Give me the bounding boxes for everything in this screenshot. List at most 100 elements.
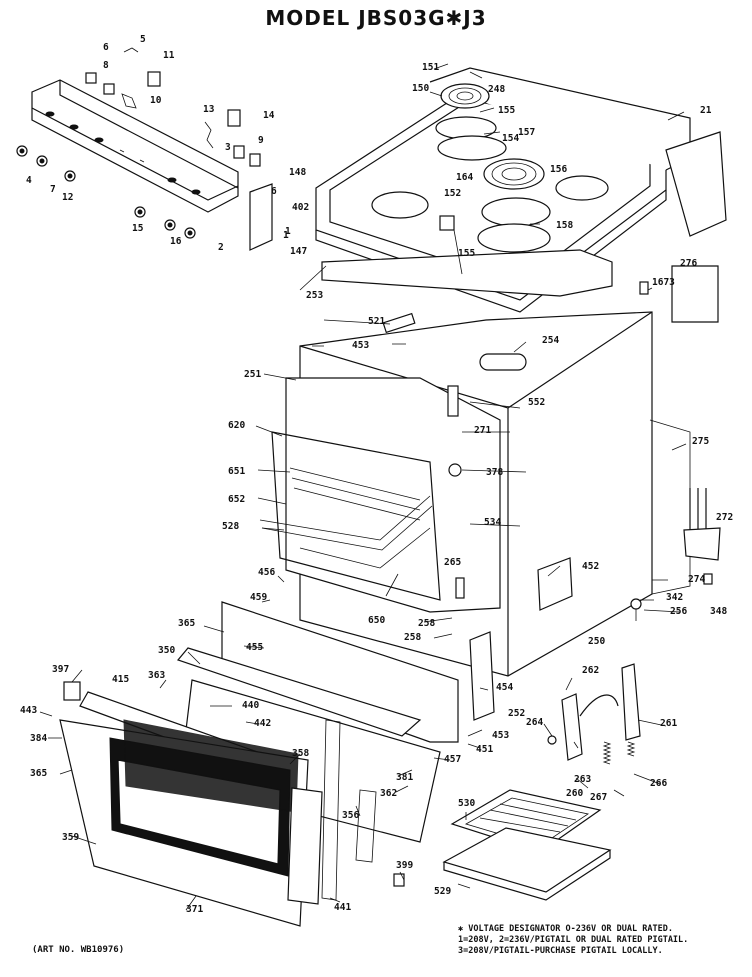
part-number-label: 157 [518, 127, 535, 138]
part-number-label: 528 [222, 521, 239, 532]
part-number-label: 529 [434, 886, 451, 897]
part-number-label: 378 [486, 467, 503, 478]
part-number-label: 151 [422, 62, 439, 73]
part-number-label: 6 [103, 42, 109, 53]
oven-door [59, 601, 459, 927]
part-number-label: 272 [716, 512, 733, 523]
part-number-label: 258 [404, 632, 421, 643]
part-number-label: 14 [263, 110, 275, 121]
part-number-label: 5 [140, 34, 146, 45]
part-number-label: 265 [444, 557, 461, 568]
part-number-label: 620 [228, 420, 245, 431]
part-number-label: 266 [650, 778, 667, 789]
part-number-label: 399 [396, 860, 413, 871]
part-number-label: 455 [246, 642, 263, 653]
voltage-footnote: ✱ VOLTAGE DESIGNATOR O-236V OR DUAL RATE… [458, 924, 748, 957]
part-number-label: 456 [258, 567, 275, 578]
part-number-label: 1 [283, 230, 289, 241]
part-number-label: 442 [254, 718, 271, 729]
part-number-label: 362 [380, 788, 397, 799]
part-number-label: 152 [444, 188, 461, 199]
part-number-label: 155 [458, 248, 475, 259]
part-number-label: 441 [334, 902, 351, 913]
part-number-label: 415 [112, 674, 129, 685]
part-number-label: 7 [50, 184, 56, 195]
part-number-label: 453 [492, 730, 509, 741]
part-number-label: 13 [203, 104, 215, 115]
page-title: MODEL JBS03G✱J3 [265, 6, 487, 30]
part-number-label: 275 [692, 436, 709, 447]
part-number-label: 451 [476, 744, 493, 755]
part-number-label: 258 [418, 618, 435, 629]
footnote-line: 3=208V/PIGTAIL-PURCHASE PIGTAIL LOCALLY. [458, 946, 663, 956]
part-number-label: 4 [26, 175, 32, 186]
part-number-label: 1 [285, 226, 291, 237]
part-number-label: 384 [30, 733, 47, 744]
part-number-label: 155 [498, 105, 515, 116]
part-number-label: 358 [292, 748, 309, 759]
part-number-label: 267 [590, 792, 607, 803]
part-number-label: 260 [566, 788, 583, 799]
part-number-label: 147 [290, 246, 307, 257]
part-number-label: 9 [258, 135, 264, 146]
part-number-label: 263 [574, 774, 591, 785]
part-number-label: 250 [588, 636, 605, 647]
leader-lines [39, 63, 687, 911]
control-knobs [16, 145, 196, 239]
part-number-label: 534 [484, 517, 501, 528]
part-number-label: 402 [292, 202, 309, 213]
part-number-label: 150 [412, 83, 429, 94]
part-number-label: 651 [228, 466, 245, 477]
part-number-label: 256 [670, 606, 687, 617]
part-number-label: 440 [242, 700, 259, 711]
broiler-pan [442, 789, 612, 901]
part-number-label: 261 [660, 718, 677, 729]
footnote-line: 1=208V, 2=236V/PIGTAIL OR DUAL RATED PIG… [458, 935, 689, 945]
part-number-label: 164 [456, 172, 473, 183]
part-number-label: 2 [218, 242, 224, 253]
part-number-label: 15 [132, 223, 144, 234]
part-number-label: 530 [458, 798, 475, 809]
part-number-label: 453 [352, 340, 369, 351]
part-number-label: 397 [52, 664, 69, 675]
part-number-label: 148 [289, 167, 306, 178]
hinges-and-springs [469, 265, 721, 765]
part-number-label: 521 [368, 316, 385, 327]
part-number-label: 457 [444, 754, 461, 765]
part-number-label: 16 [170, 236, 182, 247]
part-number-label: 381 [396, 772, 413, 783]
part-number-label: 252 [508, 708, 525, 719]
part-number-label: 3 [225, 142, 231, 153]
part-number-label: 365 [178, 618, 195, 629]
part-number-label: 158 [556, 220, 573, 231]
part-number-label: 156 [550, 164, 567, 175]
surface-units [435, 83, 551, 253]
part-number-label: 363 [148, 670, 165, 681]
part-number-label: 552 [528, 397, 545, 408]
part-number-label: 6 [271, 186, 277, 197]
part-number-label: 350 [158, 645, 175, 656]
part-number-label: 459 [250, 592, 267, 603]
art-number: (ART NO. WB10976) [32, 945, 125, 955]
part-number-label: 264 [526, 717, 543, 728]
footnote-line: ✱ VOLTAGE DESIGNATOR O-236V OR DUAL RATE… [458, 924, 673, 934]
oven-liner-and-racks [259, 377, 501, 613]
part-number-label: 21 [700, 105, 712, 116]
part-number-label: 271 [474, 425, 491, 436]
part-number-label: 274 [688, 574, 705, 585]
part-number-label: 454 [496, 682, 513, 693]
part-number-label: 356 [342, 810, 359, 821]
part-number-label: 371 [186, 904, 203, 915]
part-number-label: 10 [150, 95, 162, 106]
part-number-label: 11 [163, 50, 175, 61]
part-number-label: 359 [62, 832, 79, 843]
part-number-label: 251 [244, 369, 261, 380]
part-number-label: 248 [488, 84, 505, 95]
part-number-label: 1673 [652, 277, 675, 288]
part-labels: 5681110471221131493148640214715161512481… [20, 34, 733, 915]
switches-and-clips [85, 47, 273, 251]
part-number-label: 276 [680, 258, 697, 269]
part-number-label: 650 [368, 615, 385, 626]
